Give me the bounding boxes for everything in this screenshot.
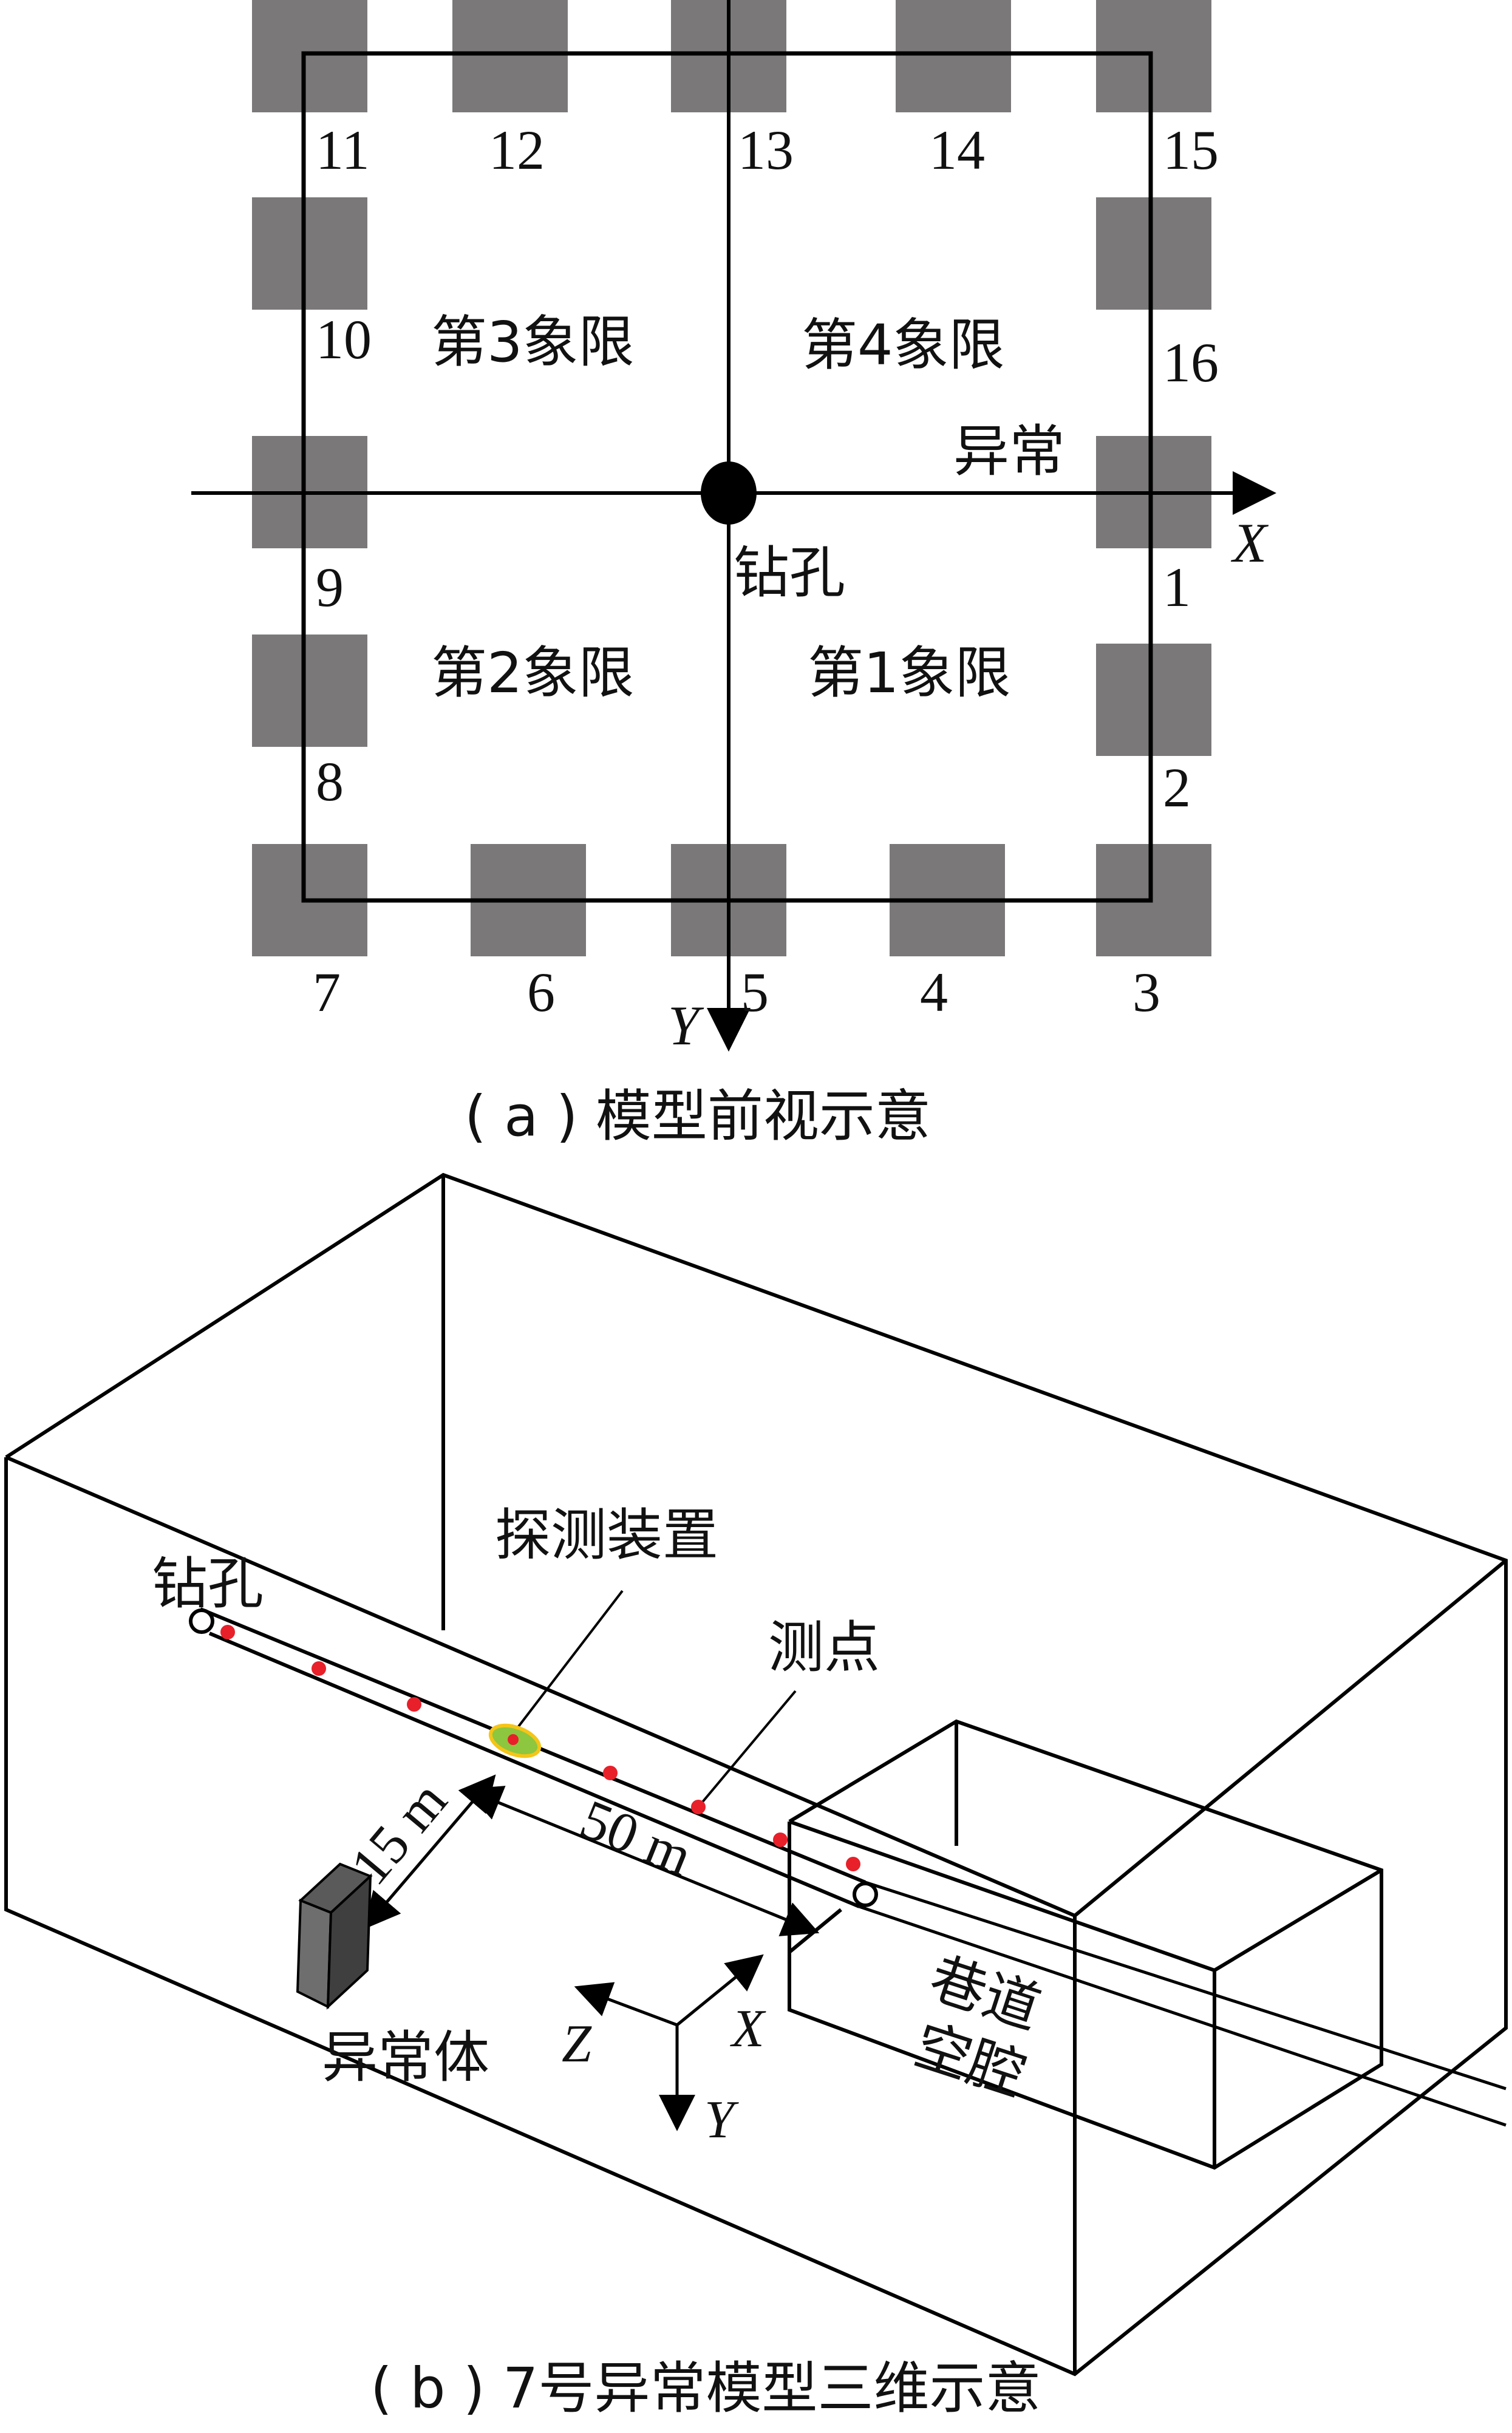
sensor-number-6: 6 [527, 961, 555, 1023]
device-leader [512, 1590, 624, 1735]
sensor-square-8 [252, 635, 367, 747]
sensor-square-16 [1096, 197, 1211, 310]
device-label: 探测装置 [495, 1503, 718, 1568]
quadrant-label-4: 第4象限 [802, 313, 1005, 378]
sensor-number-8: 8 [316, 750, 344, 812]
y-axis-label: Y [668, 995, 704, 1057]
sensor-number-9: 9 [316, 556, 344, 618]
sensor-number-2: 2 [1163, 757, 1191, 818]
points-label: 测点 [768, 1615, 880, 1680]
anomaly-label: 异常 [953, 419, 1065, 484]
detection-device [488, 1723, 542, 1758]
sensor-number-16: 16 [1163, 332, 1219, 393]
measurement-points [220, 1625, 860, 1871]
triad-x-label: X [730, 1999, 766, 2058]
sensor-number-4: 4 [920, 961, 948, 1023]
sensor-number-10: 10 [316, 308, 372, 370]
sensor-number-15: 15 [1163, 119, 1219, 181]
sensor-square-14 [896, 0, 1011, 112]
sensor-number-11: 11 [316, 119, 370, 181]
dim-50m-line [465, 1786, 820, 1936]
points-leader [700, 1690, 797, 1805]
dim-50m-tick [788, 1908, 842, 1954]
sensor-square-2 [1096, 644, 1211, 756]
borehole-label: 钻孔 [734, 540, 845, 605]
sensor-number-14: 14 [929, 119, 985, 181]
quadrant-label-2: 第2象限 [431, 641, 635, 706]
sensor-number-1: 1 [1163, 556, 1191, 618]
sensor-square-12 [452, 0, 568, 112]
borehole-label-3d: 钻孔 [152, 1551, 264, 1616]
model-box [4, 1172, 1508, 2377]
caption-a: ( a ) 模型前视示意 [465, 1084, 931, 1149]
triad-z [574, 1982, 678, 2027]
sensor-number-3: 3 [1132, 961, 1160, 1023]
quadrant-label-1: 第1象限 [808, 641, 1011, 706]
sensor-square-10 [252, 197, 367, 310]
3d-model-diagram [4, 1172, 1508, 2377]
borehole-dot [701, 461, 757, 525]
quadrant-label-3: 第3象限 [431, 310, 635, 375]
front-view-diagram: 11 12 13 14 15 10 16 9 1 8 2 7 6 5 4 3 第… [191, 0, 1276, 1149]
triad-x [676, 1954, 764, 2026]
sensor-number-5: 5 [741, 961, 769, 1023]
triad-y-label: Y [704, 2091, 739, 2149]
roadway-cavity-box [788, 1719, 1383, 2170]
dim-50m-label: 50 m [573, 1788, 701, 1887]
caption-b: ( b ) 7号异常模型三维示意 [370, 2356, 1041, 2421]
anomaly-body [296, 1862, 373, 2010]
sensor-number-7: 7 [313, 961, 341, 1023]
x-axis-label: X [1230, 512, 1269, 574]
sensor-number-12: 12 [489, 119, 545, 181]
sensor-number-13: 13 [738, 119, 794, 181]
anomaly-body-label: 异常体 [322, 2025, 489, 2090]
sensor-square-11 [252, 0, 367, 112]
borehole-end [853, 1882, 878, 1907]
triad-z-label: Z [562, 2015, 592, 2074]
borehole-opening [189, 1608, 214, 1634]
sensor-square-15 [1096, 0, 1211, 112]
